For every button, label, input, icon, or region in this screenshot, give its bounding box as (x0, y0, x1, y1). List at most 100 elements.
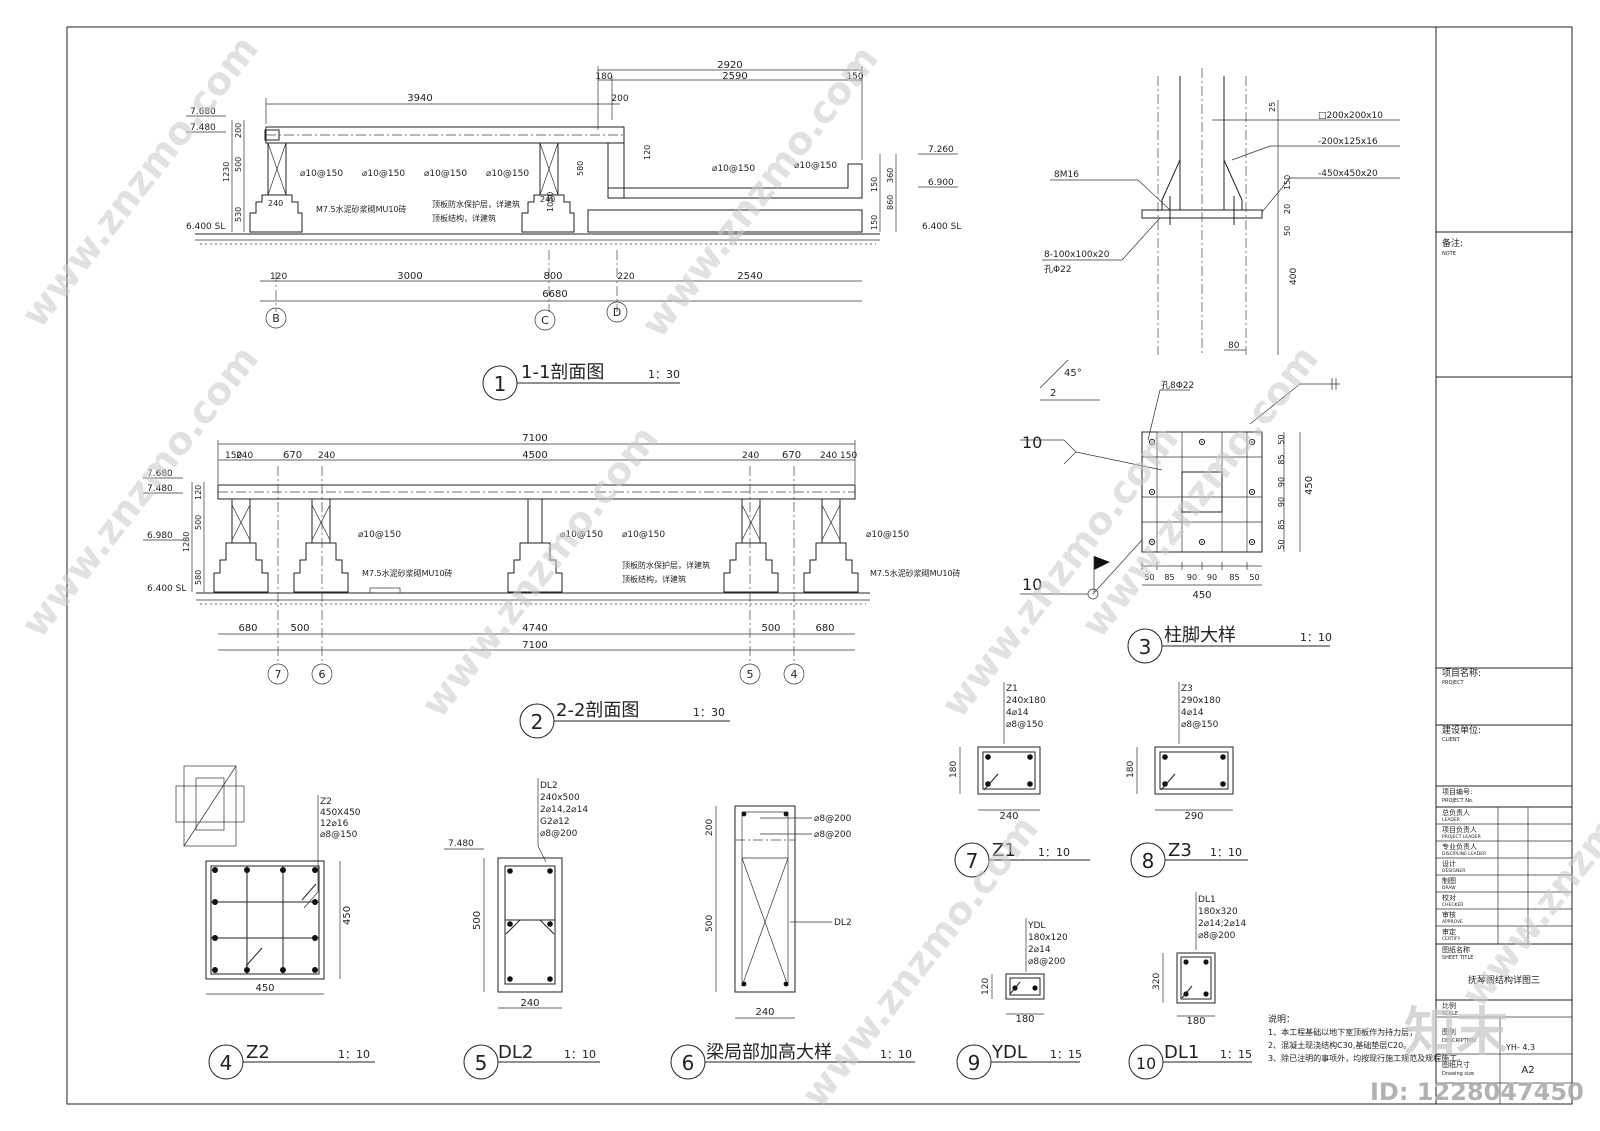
s2-column-cross (821, 504, 841, 541)
scale-label: 比例 (1442, 1001, 1456, 1010)
s2-column-cross (311, 504, 331, 541)
s1-240-a: 240 (268, 199, 283, 208)
cb-bolt-center (1251, 491, 1253, 493)
cb-vdim-25: 25 (1268, 102, 1277, 112)
s1-vdim-1050: 1050 (546, 192, 555, 212)
s2-dim-7100: 7100 (522, 433, 547, 444)
s2-footing (803, 542, 859, 593)
s1-dim-3940: 3940 (407, 93, 432, 104)
s10-title: DL1 (1164, 1042, 1199, 1063)
s1-vdim-500: 500 (234, 157, 243, 172)
dl2-rebar (547, 976, 553, 982)
detail-8-Z3: Z3 290x180 4⌀14 ⌀8@150 180 290 8 Z3 1：10 (1126, 682, 1248, 878)
dl2-dim-h: 500 (472, 911, 483, 930)
z2-dim-h: 450 (342, 906, 353, 925)
s2-bar-4: ⌀10@150 (866, 530, 909, 540)
z2-spec-name: Z2 (320, 797, 332, 807)
s2-column-cross (231, 504, 251, 541)
s2-column (231, 498, 251, 544)
cb-label-hole: 孔Φ22 (1044, 264, 1072, 275)
z2-hook (301, 883, 317, 901)
s1-note-waterproof: 顶板防水保护层，详建筑 (432, 199, 520, 209)
s6-title: 梁局部加高大样 (706, 1042, 832, 1063)
s2-dim-670b: 670 (782, 450, 801, 461)
s2-vdim-120: 120 (194, 485, 203, 500)
s5-title: DL2 (498, 1042, 533, 1063)
s1-dim-200: 200 (611, 94, 628, 104)
s2-axis-7: 7 (275, 668, 282, 681)
cb-plan-vdim: 90 (1277, 477, 1286, 487)
z3-spec-main: 4⌀14 (1181, 708, 1204, 718)
dl2-spec-side: G2⌀12 (540, 817, 570, 827)
s2-bdim-4740: 4740 (522, 623, 547, 634)
dl2-hook (539, 919, 555, 935)
cb-label-45: 45° (1064, 368, 1082, 379)
s1-elev-7260: 7.260 (928, 145, 954, 155)
watermark-site-6: www.znzmo.com (792, 807, 1046, 1115)
s2-dim-150b: 150 (840, 451, 857, 461)
sheet-size: A2 (1521, 1065, 1534, 1076)
s3-title-num: 3 (1139, 635, 1152, 659)
ydl-dim-w: 180 (1015, 1014, 1034, 1025)
watermark-id: ID: 1228047450 (1370, 1078, 1584, 1106)
role-label-en: APPROVE (1442, 919, 1463, 925)
ydl-spec-main: 2⌀14 (1028, 945, 1051, 955)
ydl-spec-stirrup: ⌀8@200 (1028, 957, 1066, 967)
watermark: www.znzmo.com www.znzmo.com www.znzmo.co… (12, 27, 1600, 1115)
s2-vdim-1280: 1280 (182, 532, 191, 552)
role-label-en: DESIGNER (1442, 868, 1465, 874)
s1-dim-180: 180 (595, 72, 612, 82)
s2-bdim-500b: 500 (761, 623, 780, 634)
s8-title: Z3 (1168, 840, 1192, 861)
cb-label-bolts: 8M16 (1054, 170, 1079, 180)
s1-title-num: 1 (494, 372, 507, 396)
z3-dim-h: 180 (1126, 761, 1136, 778)
s1-vdim-150: 150 (870, 177, 879, 192)
s1-vdim-860: 860 (886, 195, 895, 210)
client-label: 建设单位: (1442, 724, 1481, 736)
sheet-label: 图纸名称 (1442, 945, 1470, 954)
bh-dim-240: 240 (755, 1007, 774, 1018)
detail-9-YDL: YDL 180x120 2⌀14 ⌀8@200 120 180 9 YDL 1：… (956, 918, 1082, 1080)
s3-scale: 1：10 (1300, 631, 1332, 644)
s1-dim-150: 150 (846, 72, 863, 82)
z2-spec-size: 450X450 (320, 808, 361, 818)
z2-rebar (280, 967, 286, 973)
z2-rebar (212, 899, 218, 905)
s7-title: Z1 (992, 840, 1016, 861)
project-label: 项目名称: (1442, 667, 1481, 679)
s2-dim-150a: 150 (225, 451, 242, 461)
cb-bolt-hole (1248, 488, 1256, 496)
ydl-spec-size: 180x120 (1028, 933, 1068, 943)
s2-elev-6400: 6.400 SL (147, 584, 186, 594)
s1-vdim-1230: 1230 (222, 162, 231, 182)
dl2-spec-main: 2⌀14,2⌀14 (540, 805, 588, 815)
notes-title: 说明： (1268, 1013, 1295, 1025)
s1-axis-D: D (613, 306, 621, 319)
drawing-number: YH- 4.3 (1505, 1043, 1535, 1052)
s2-bdim-7100: 7100 (522, 640, 547, 651)
cb-bolt-center (1151, 491, 1153, 493)
cb-bolt-center (1251, 541, 1253, 543)
role-label-en: CERTIFY (1442, 936, 1460, 942)
cb-vdim-150: 150 (1283, 175, 1292, 190)
dl1-spec-main: 2⌀14;2⌀14 (1198, 919, 1246, 929)
cb-bolt-center (1151, 541, 1153, 543)
watermark-logo: 知末 (1404, 1003, 1508, 1063)
sheet-border (66, 26, 1573, 1105)
cb-weld-10b: 10 (1022, 575, 1042, 594)
s1-bar-1: ⌀10@150 (300, 169, 343, 179)
dl2-rebar (507, 921, 513, 927)
z2-dim-w: 450 (255, 983, 274, 994)
section-1-1: 2920 180 2590 150 3940 200 7.680 7.480 7… (186, 60, 961, 401)
note-label: 备注: (1442, 237, 1463, 249)
role-label: 项目负责人 (1442, 825, 1477, 834)
z2-rebar (212, 967, 218, 973)
s1-elev-7480: 7.480 (190, 123, 216, 133)
cb-plan-vdim: 50 (1277, 434, 1286, 444)
s1-bdim-800: 800 (543, 271, 562, 282)
s10-scale: 1：15 (1220, 1048, 1252, 1061)
desc-label: 图别 (1442, 1027, 1456, 1036)
s1-vdim-200: 200 (234, 123, 243, 138)
s1-240-b: 240 (540, 195, 555, 204)
